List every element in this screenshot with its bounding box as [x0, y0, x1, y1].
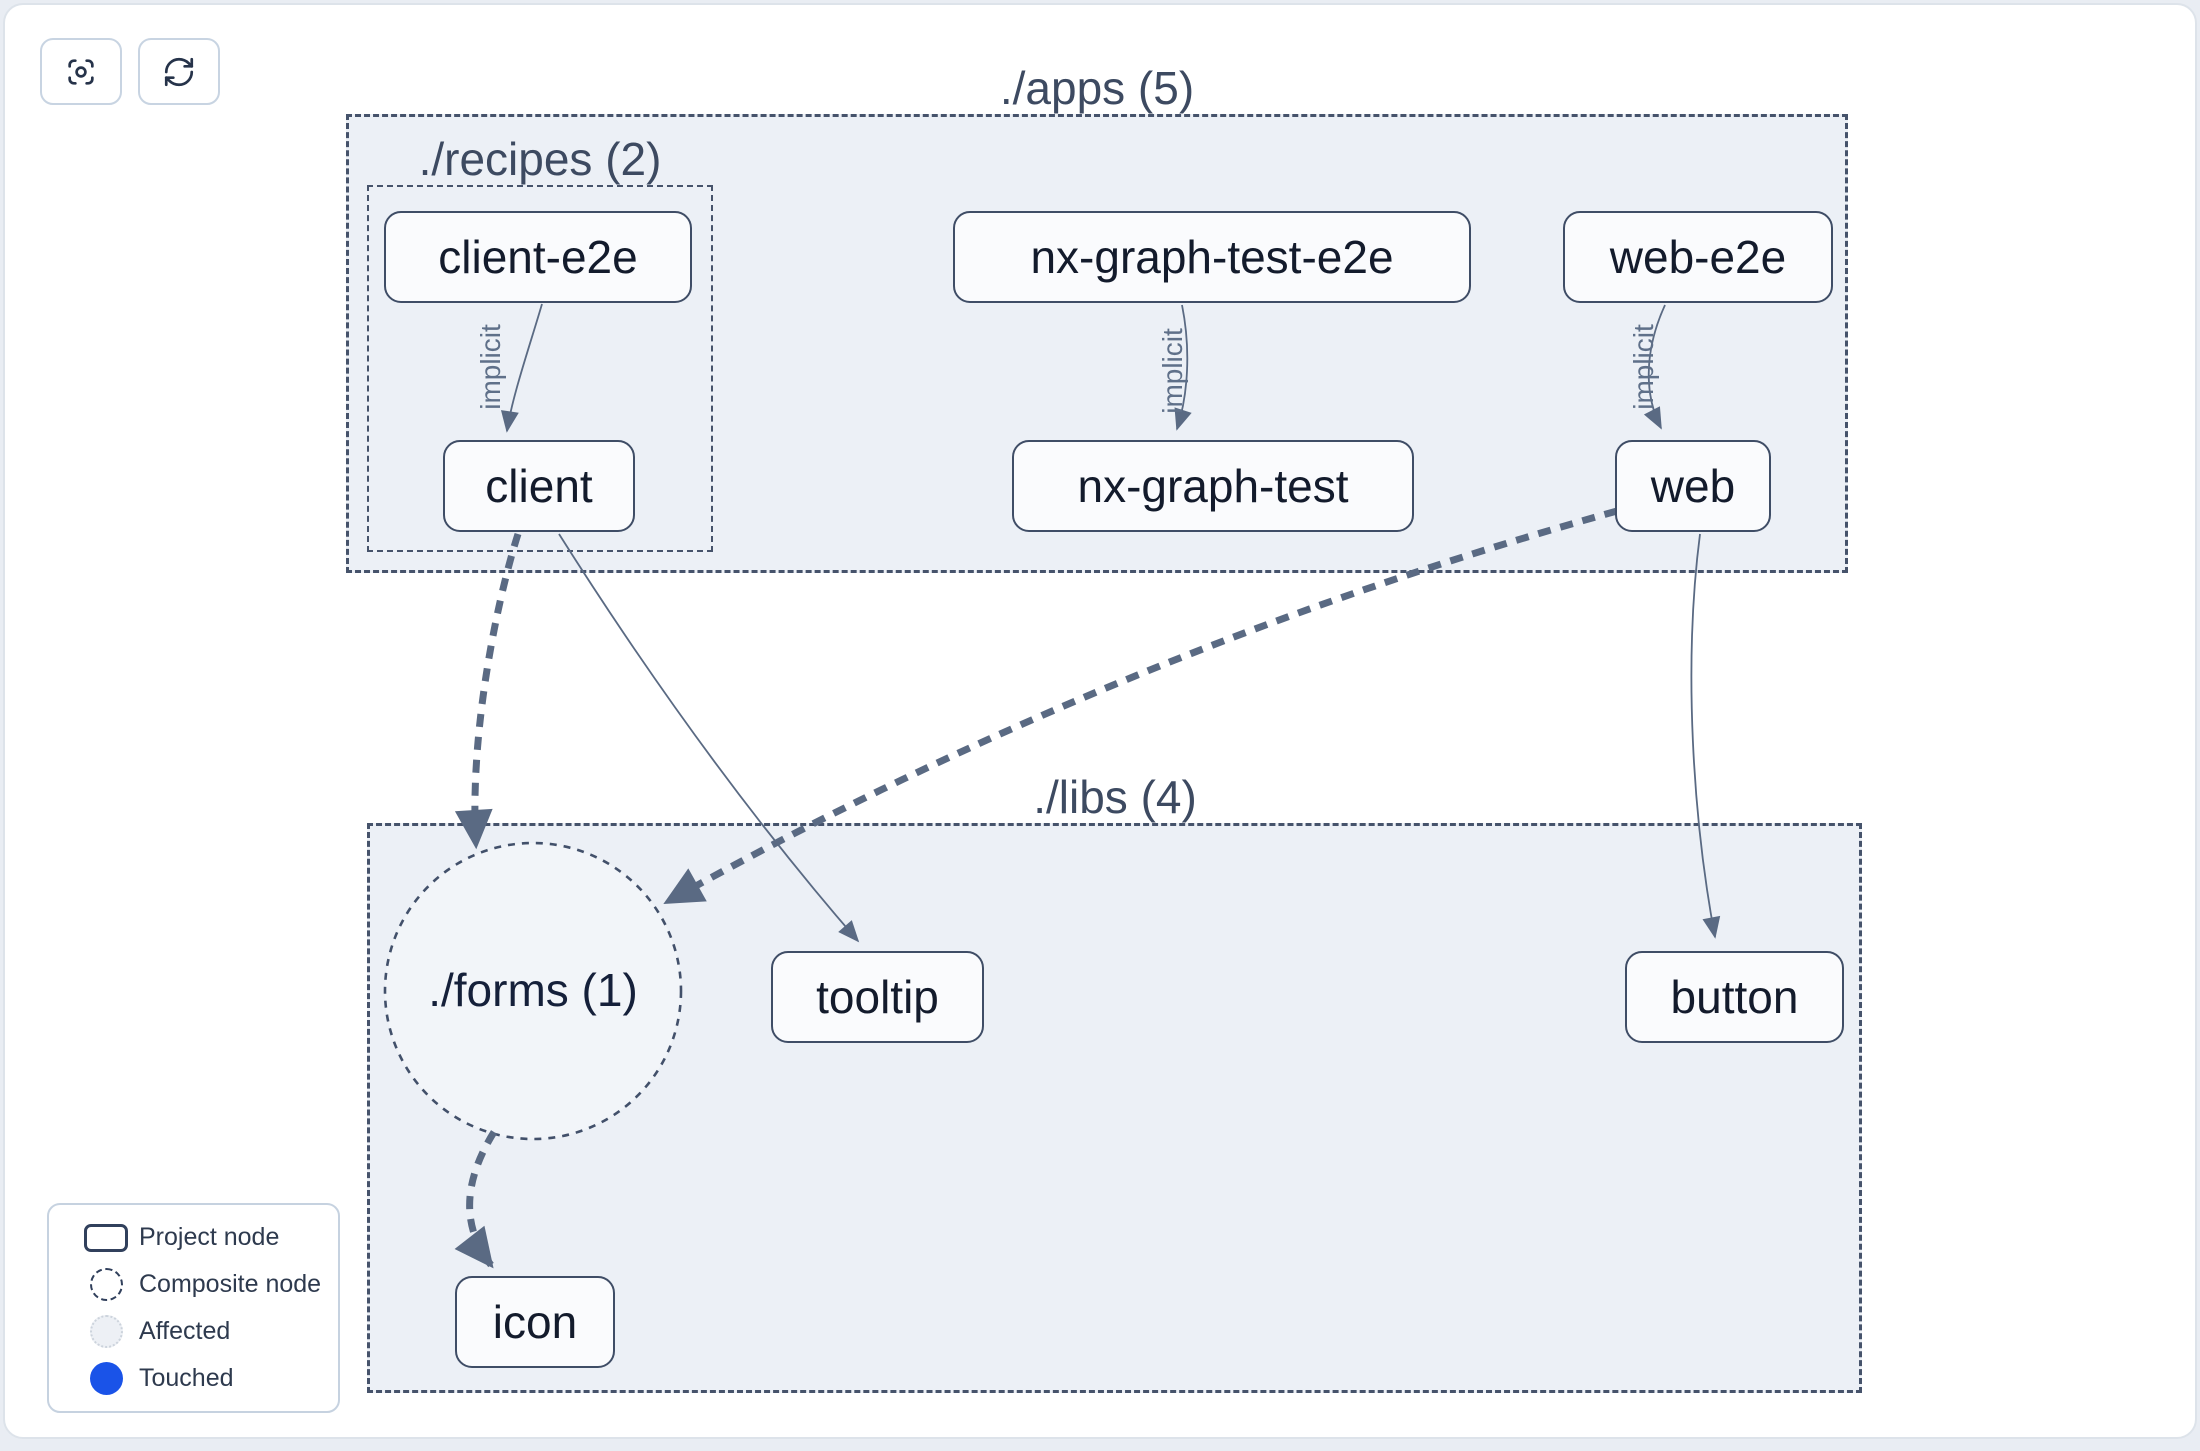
- edge-client-forms[interactable]: [454, 532, 522, 850]
- project-node-client[interactable]: client: [443, 440, 635, 532]
- composite-node-forms-label[interactable]: ./forms (1): [428, 964, 638, 1016]
- graph-canvas-card: ./apps (5) ./recipes (2) ./libs (4) clie…: [3, 3, 2197, 1439]
- group-recipes-label: ./recipes (2): [418, 133, 662, 185]
- project-node-button[interactable]: button: [1625, 951, 1844, 1043]
- project-node-web-e2e[interactable]: web-e2e: [1563, 211, 1833, 303]
- legend-row-composite: Composite node: [49, 1261, 338, 1308]
- refresh-icon: [164, 57, 194, 86]
- edge-nx-graph-test-e2e-nx-graph-test[interactable]: [1174, 304, 1192, 431]
- edge-web-forms[interactable]: [663, 507, 1618, 906]
- edge-client-e2e-client[interactable]: [500, 303, 543, 433]
- edge-web-e2e-web[interactable]: [1643, 304, 1666, 430]
- legend-label: Affected: [139, 1317, 231, 1345]
- legend-row-touched: Touched: [49, 1355, 338, 1402]
- focus-icon: [68, 58, 94, 85]
- touched-swatch-icon: [77, 1362, 135, 1395]
- composite-node-forms-circle[interactable]: [383, 841, 683, 1141]
- edges-layer: [383, 303, 1721, 1269]
- group-apps-label: ./apps (5): [999, 62, 1195, 114]
- legend: Project node Composite node Affected Tou…: [47, 1203, 340, 1413]
- legend-row-affected: Affected: [49, 1308, 338, 1355]
- focus-button[interactable]: [40, 38, 122, 105]
- project-node-icon[interactable]: icon: [455, 1276, 615, 1368]
- project-node-web[interactable]: web: [1615, 440, 1771, 532]
- project-node-nx-graph-test-e2e[interactable]: nx-graph-test-e2e: [953, 211, 1471, 303]
- edge-web-button[interactable]: [1690, 533, 1721, 939]
- refresh-button[interactable]: [138, 38, 220, 105]
- composite-node-swatch-icon: [77, 1268, 135, 1301]
- edge-client-tooltip[interactable]: [558, 533, 860, 943]
- edge-label-implicit-3: implicit: [1628, 324, 1659, 410]
- project-node-tooltip[interactable]: tooltip: [771, 951, 984, 1043]
- legend-label: Touched: [139, 1364, 234, 1392]
- group-recipes: [367, 185, 713, 552]
- edge-label-implicit-1: implicit: [475, 324, 506, 410]
- project-node-nx-graph-test[interactable]: nx-graph-test: [1012, 440, 1414, 532]
- edge-forms-icon[interactable]: [454, 1130, 497, 1269]
- legend-label: Project node: [139, 1223, 280, 1251]
- project-node-swatch-icon: [77, 1223, 135, 1252]
- group-libs-label: ./libs (4): [1033, 771, 1197, 823]
- edge-label-implicit-2: implicit: [1157, 328, 1188, 414]
- affected-swatch-icon: [77, 1315, 135, 1348]
- legend-label: Composite node: [139, 1270, 322, 1298]
- project-node-client-e2e[interactable]: client-e2e: [384, 211, 692, 303]
- legend-row-project: Project node: [49, 1214, 338, 1261]
